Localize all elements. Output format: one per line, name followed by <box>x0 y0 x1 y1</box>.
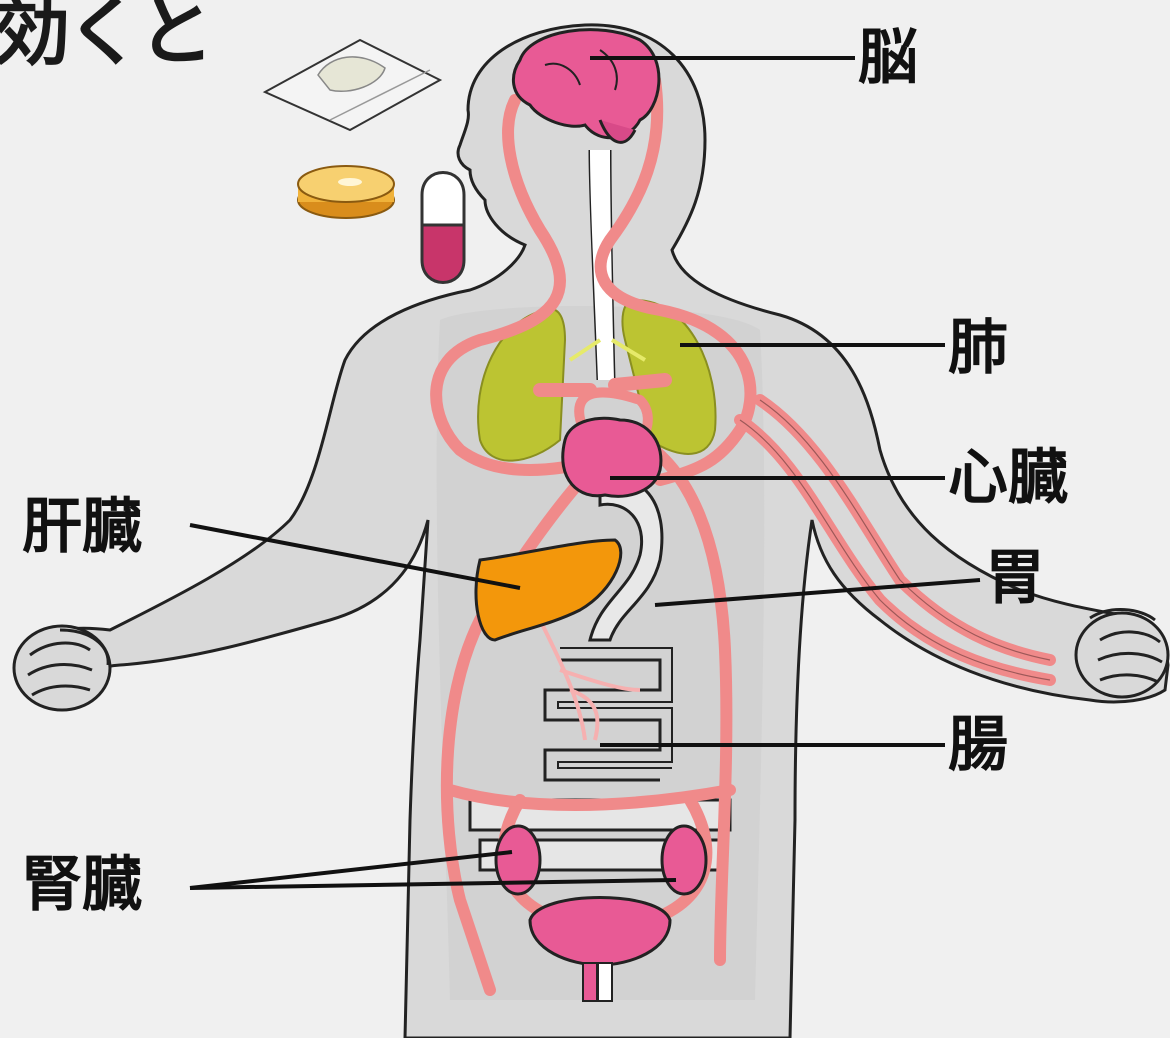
label-brain: 脳 <box>858 28 918 88</box>
left-fist <box>14 626 110 710</box>
label-liver: 肝臓 <box>22 497 142 557</box>
label-kidneys: 腎臓 <box>22 855 142 915</box>
label-intestines: 腸 <box>948 715 1008 775</box>
label-stomach: 胃 <box>985 548 1045 608</box>
powder-packet-icon <box>265 40 440 130</box>
heart <box>563 418 661 496</box>
tablet-icon <box>298 166 394 218</box>
label-heart: 心臓 <box>948 448 1068 508</box>
label-lungs: 肺 <box>948 318 1008 378</box>
capsule-icon <box>422 173 464 283</box>
